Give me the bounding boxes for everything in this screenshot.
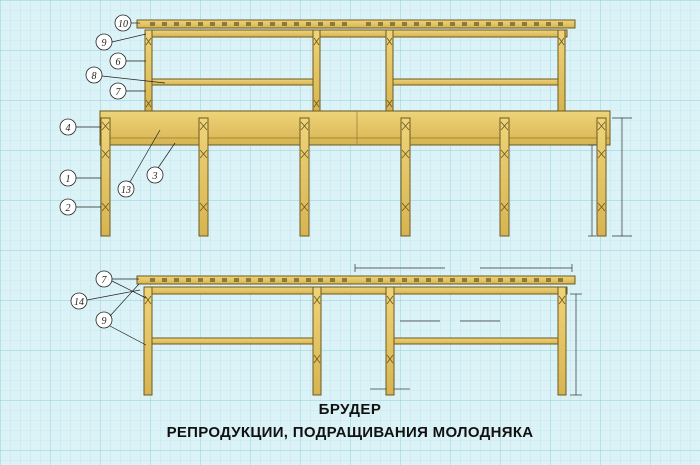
callout-3: 3 bbox=[146, 142, 176, 184]
bottom-middle-rail bbox=[389, 337, 561, 345]
bottom-middle-rail bbox=[149, 337, 321, 345]
caption-subtitle: РЕПРОДУКЦИИ, ПОДРАЩИВАНИЯ МОЛОДНЯКА bbox=[166, 424, 534, 441]
callout-4: 4 bbox=[59, 118, 101, 136]
callouts-bottom: 7 14 9 bbox=[70, 270, 147, 346]
bottom-upper-rail bbox=[144, 286, 568, 295]
callout-number: 10 bbox=[118, 19, 128, 30]
upper-rail bbox=[144, 29, 568, 38]
tray-box bbox=[99, 110, 611, 146]
callout-8: 8 bbox=[85, 66, 166, 84]
leg bbox=[198, 117, 209, 237]
callout-10: 10 bbox=[114, 14, 140, 32]
callout-number: 9 bbox=[102, 316, 107, 327]
upper-post bbox=[312, 29, 321, 113]
callout-number: 1 bbox=[66, 174, 71, 185]
caption-title: БРУДЕР bbox=[318, 401, 382, 418]
bottom-leg bbox=[385, 286, 395, 396]
top-rail bbox=[136, 19, 576, 29]
callouts-top: 10 9 6 8 7 4 13 bbox=[59, 14, 176, 216]
callout-number: 4 bbox=[66, 123, 71, 134]
callout-6: 6 bbox=[109, 52, 146, 70]
callout-1: 1 bbox=[59, 169, 101, 187]
callout-number: 14 bbox=[74, 297, 84, 308]
callout-9: 9 bbox=[95, 33, 147, 51]
leg bbox=[299, 117, 310, 237]
bottom-leg bbox=[143, 286, 153, 396]
callout-number: 3 bbox=[152, 171, 158, 182]
callout-9-bottom: 9 bbox=[95, 283, 147, 346]
bottom-leg bbox=[312, 286, 322, 396]
callout-14: 14 bbox=[70, 289, 141, 310]
callout-number: 2 bbox=[66, 203, 71, 214]
upper-post bbox=[144, 29, 153, 113]
callout-number: 13 bbox=[121, 185, 131, 196]
callout-number: 7 bbox=[102, 275, 108, 286]
bottom-frame bbox=[136, 275, 576, 396]
callout-number: 7 bbox=[116, 87, 122, 98]
top-frame bbox=[99, 19, 611, 237]
dimension-lines-top bbox=[588, 117, 632, 237]
bottom-top-rail bbox=[136, 275, 576, 285]
callout-number: 9 bbox=[102, 38, 107, 49]
callout-number: 8 bbox=[92, 71, 97, 82]
callout-7: 7 bbox=[109, 82, 146, 100]
upper-post bbox=[557, 29, 566, 113]
dimension-lines-bottom bbox=[354, 264, 582, 396]
callout-7-bottom: 7 bbox=[95, 270, 147, 299]
leg bbox=[100, 117, 111, 237]
upper-post bbox=[385, 29, 394, 113]
leg bbox=[499, 117, 510, 237]
top-rail-slots bbox=[150, 22, 563, 26]
leg bbox=[596, 117, 607, 237]
callout-13: 13 bbox=[117, 129, 161, 198]
callout-2: 2 bbox=[59, 198, 101, 216]
middle-rail-right bbox=[389, 78, 561, 86]
leg bbox=[400, 117, 411, 237]
callout-number: 6 bbox=[116, 57, 121, 68]
middle-rail-left bbox=[149, 78, 321, 86]
bottom-leg bbox=[557, 286, 567, 396]
